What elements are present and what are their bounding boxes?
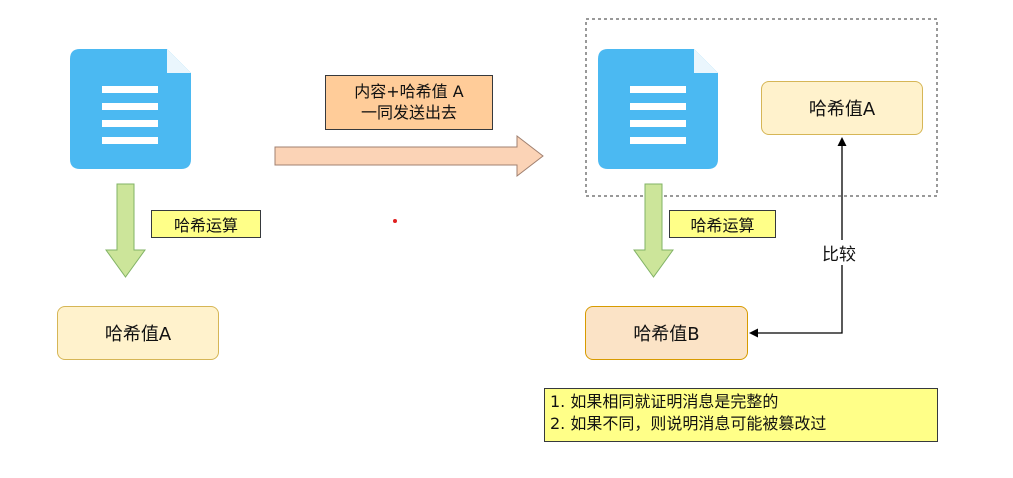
marker-dot bbox=[393, 219, 397, 223]
result-note-line1: 1. 如果相同就证明消息是完整的 bbox=[550, 392, 779, 411]
received-hash-value-box: 哈希值A bbox=[761, 81, 923, 135]
received-document-icon bbox=[598, 49, 718, 169]
left-hash-value-box: 哈希值A bbox=[57, 306, 219, 360]
right-hash-operation-label: 哈希运算 bbox=[669, 210, 776, 238]
result-note: 1. 如果相同就证明消息是完整的 2. 如果不同，则说明消息可能被篡改过 bbox=[544, 388, 938, 442]
left-hash-down-arrow bbox=[105, 183, 146, 278]
left-hash-operation-label: 哈希运算 bbox=[151, 210, 261, 238]
send-callout-line1: 内容+哈希值 A bbox=[354, 82, 464, 101]
compare-connector bbox=[752, 145, 843, 334]
compare-arrowhead-left bbox=[749, 328, 758, 338]
result-note-line2: 2. 如果不同，则说明消息可能被篡改过 bbox=[550, 414, 827, 433]
compare-arrowhead-up bbox=[837, 137, 847, 146]
source-document-icon bbox=[70, 49, 191, 169]
compare-label: 比较 bbox=[820, 240, 858, 265]
right-hash-down-arrow bbox=[633, 183, 674, 278]
send-callout: 内容+哈希值 A 一同发送出去 bbox=[325, 75, 493, 130]
received-package-frame bbox=[585, 18, 938, 197]
send-callout-line2: 一同发送出去 bbox=[360, 103, 457, 122]
computed-hash-value-box: 哈希值B bbox=[585, 306, 748, 360]
send-arrow bbox=[274, 134, 544, 178]
